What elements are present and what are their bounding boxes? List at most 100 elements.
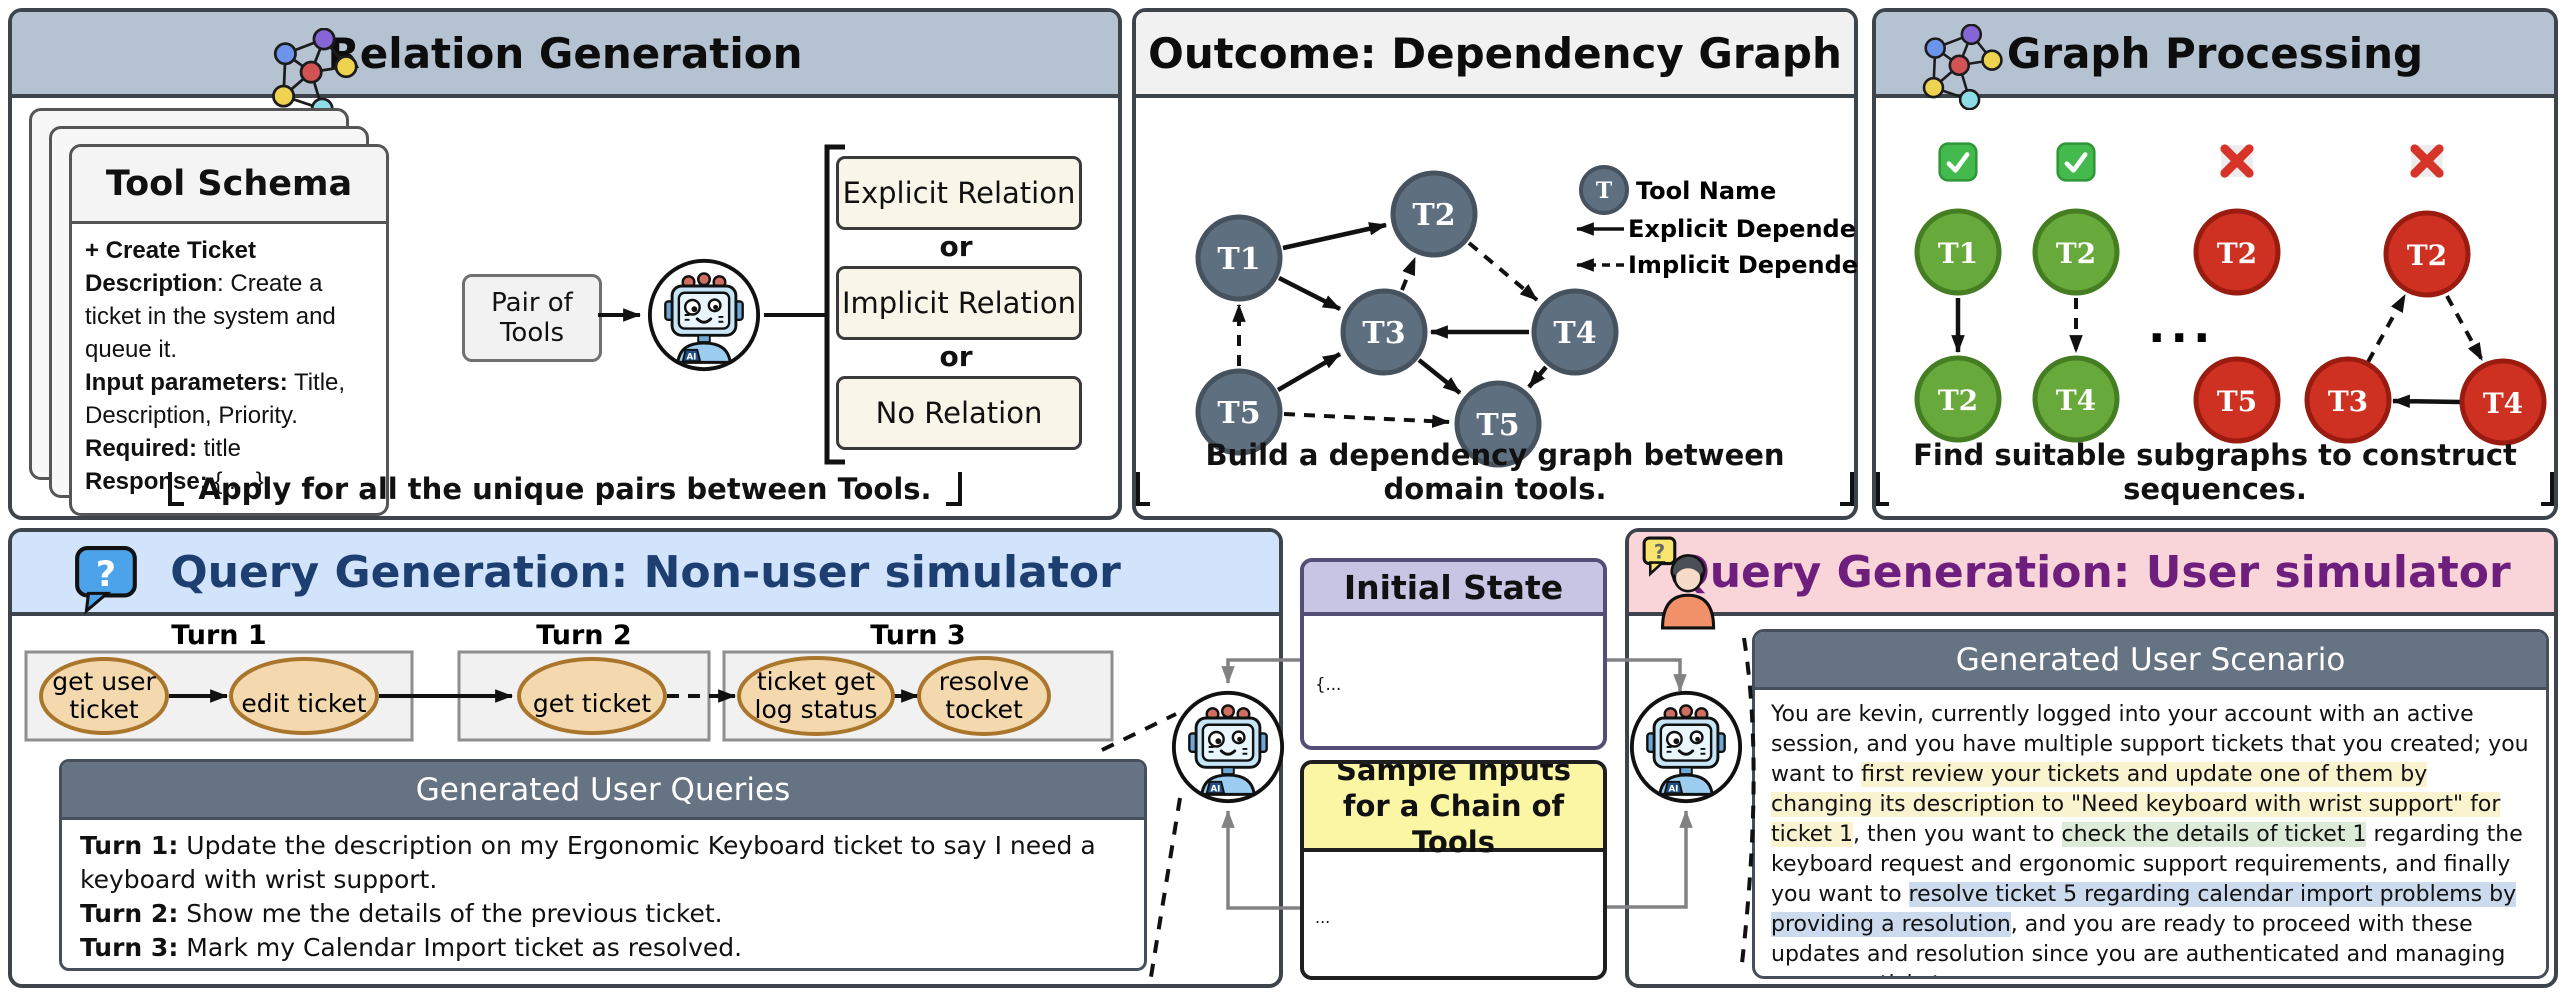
graph-node-t2: T2 [1390,170,1478,258]
tool-node-edit-ticket: edit ticket [229,657,379,735]
svg-text:T1: T1 [1938,237,1978,270]
svg-text:T: T [1596,178,1613,204]
neural-network-icon [267,28,359,120]
or-label: or [939,230,973,263]
caption-tick-right [2540,472,2554,506]
queries-header: Generated User Queries [62,762,1144,820]
sample-inputs-code: ... edit_ticket: {'ticket_id':1, 'update… [1315,908,1331,927]
pair-of-tools-box: Pair of Tools [462,274,602,362]
graph-node-t4: T4 [1531,288,1619,376]
subgraph-invalid-2: T2 T3 T4 [2304,145,2547,446]
cross-icon [2411,145,2443,177]
svg-text:T2: T2 [2407,239,2447,272]
relation-option-explicit: Explicit Relation [836,156,1082,230]
turn-label: Turn 1 [171,620,266,651]
svg-text:T4: T4 [1553,316,1596,351]
panel-query-user: Query Generation: User simulator ? Gener… [1625,528,2558,988]
tool-schema-title: Tool Schema [72,147,386,224]
panel-processing-caption: Find suitable subgraphs to construct seq… [1876,438,2554,506]
relation-option-none: No Relation [836,376,1082,450]
query-turn-1: Turn 1: Update the description on my Erg… [80,831,1096,894]
svg-text:edit ticket: edit ticket [241,689,366,718]
turn-label: Turn 3 [870,620,965,651]
schema-row: Input parameters: Title, Description, Pr… [85,369,346,429]
tool-schema-card: Tool Schema + Create Ticket Description:… [69,144,389,516]
panel-processing-title: Graph Processing [2006,28,2424,78]
tool-schema-body: + Create Ticket Description: Create a ti… [72,224,386,508]
panel-query-nonuser: Query Generation: Non-user simulator ? T… [8,528,1283,988]
check-icon [2058,144,2095,181]
query-turn-3: Turn 3: Mark my Calendar Import ticket a… [80,933,743,962]
relation-option-implicit: Implicit Relation [836,266,1082,340]
legend: T Tool Name Explicit Dependency Implicit… [1575,165,1858,279]
llm-robot-icon [647,258,761,372]
schema-row: Response: { ... } [85,468,264,495]
svg-text:T3: T3 [1362,316,1405,351]
dependency-graph: T1 T2 T3 T4 T5 T5 T Tool Name Explicit D… [1195,165,1858,468]
sample-inputs-box: Sample Inputs for a Chain of Tools ... e… [1300,760,1607,980]
initial-state-box: Initial State {... 'tickets': {'1': {'id… [1300,558,1607,750]
queries-body: Turn 1: Update the description on my Erg… [62,820,1144,968]
panel-nonuser-title: Query Generation: Non-user simulator [170,546,1121,598]
svg-text:T5: T5 [2217,385,2257,418]
initial-state-header: Initial State [1304,562,1603,616]
svg-text:T4: T4 [2056,384,2096,417]
caption-tick-left [168,472,185,506]
question-mark-glyph: ? [96,555,116,595]
query-turn-2: Turn 2: Show me the details of the previ… [80,899,723,928]
panel-graph-processing: Graph Processing T1 T2 T2 T4 ... [1872,8,2558,520]
turn-1-box [24,650,414,742]
caption-tick-right [1840,472,1854,506]
schema-row: Required: title [85,435,242,462]
subgraphs: T1 T2 T2 T4 ... T2 T5 [1914,102,2547,446]
legend-node-icon [1579,165,1629,215]
panel-outcome-title: Outcome: Dependency Graph [1148,28,1842,78]
check-icon [1940,144,1977,181]
svg-text:T2: T2 [2217,237,2257,270]
user-icon: ? [1642,536,1716,630]
schema-row: + Create Ticket [85,237,256,264]
turn-3-box [722,650,1114,742]
svg-text:T4: T4 [2483,387,2523,420]
legend-explicit-label: Explicit Dependency [1628,215,1858,243]
panel-relation-caption: Apply for all the unique pairs between T… [12,472,1118,506]
svg-text:T5: T5 [1217,396,1260,431]
generated-user-queries-box: Generated User Queries Turn 1: Update th… [59,759,1147,971]
panel-outcome-header: Outcome: Dependency Graph [1136,12,1854,98]
panel-user-title: Query Generation: User simulator [1672,546,2511,598]
turn-2-box [457,650,711,742]
tool-node-get-ticket: get ticket [517,657,667,735]
scenario-header: Generated User Scenario [1755,632,2546,690]
panel-nonuser-header: Query Generation: Non-user simulator [12,532,1279,616]
generated-user-scenario-box: Generated User Scenario You are kevin, c… [1752,629,2549,979]
legend-implicit-label: Implicit Dependency [1628,251,1858,279]
graph-node-t3: T3 [1340,288,1428,376]
user-simulator-robot-icon [1628,689,1744,805]
subgraph-valid-1: T1 T2 [1914,144,2002,443]
cross-icon [2221,145,2253,177]
schema-row: Description: Create a ticket in the syst… [85,270,336,363]
panel-user-header: Query Generation: User simulator [1629,532,2554,616]
ellipsis-label: ... [2148,299,2215,353]
caption-tick-left [1876,472,1890,506]
nonuser-simulator-robot-icon [1170,689,1286,805]
panel-relation-title: Relation Generation [327,28,803,78]
sample-inputs-header: Sample Inputs for a Chain of Tools [1304,764,1603,859]
scenario-body: You are kevin, currently logged into you… [1771,702,2529,976]
caption-tick-left [1136,472,1150,506]
panel-dependency-graph: Outcome: Dependency Graph T1 T2 T3 T4 T5… [1132,8,1858,520]
neural-network-icon [1918,24,2004,110]
svg-text:T1: T1 [1217,242,1260,277]
svg-text:T2: T2 [2056,237,2096,270]
or-label: or [939,340,973,373]
legend-node-label: Tool Name [1636,177,1776,205]
panel-relation-generation: Relation Generation Tool Schema + Create… [8,8,1122,520]
initial-state-code: {... 'tickets': {'1': {'id':1, 'title': … [1315,675,1342,694]
svg-text:T3: T3 [2328,385,2368,418]
subgraph-invalid-1: T2 T5 [2193,145,2281,444]
